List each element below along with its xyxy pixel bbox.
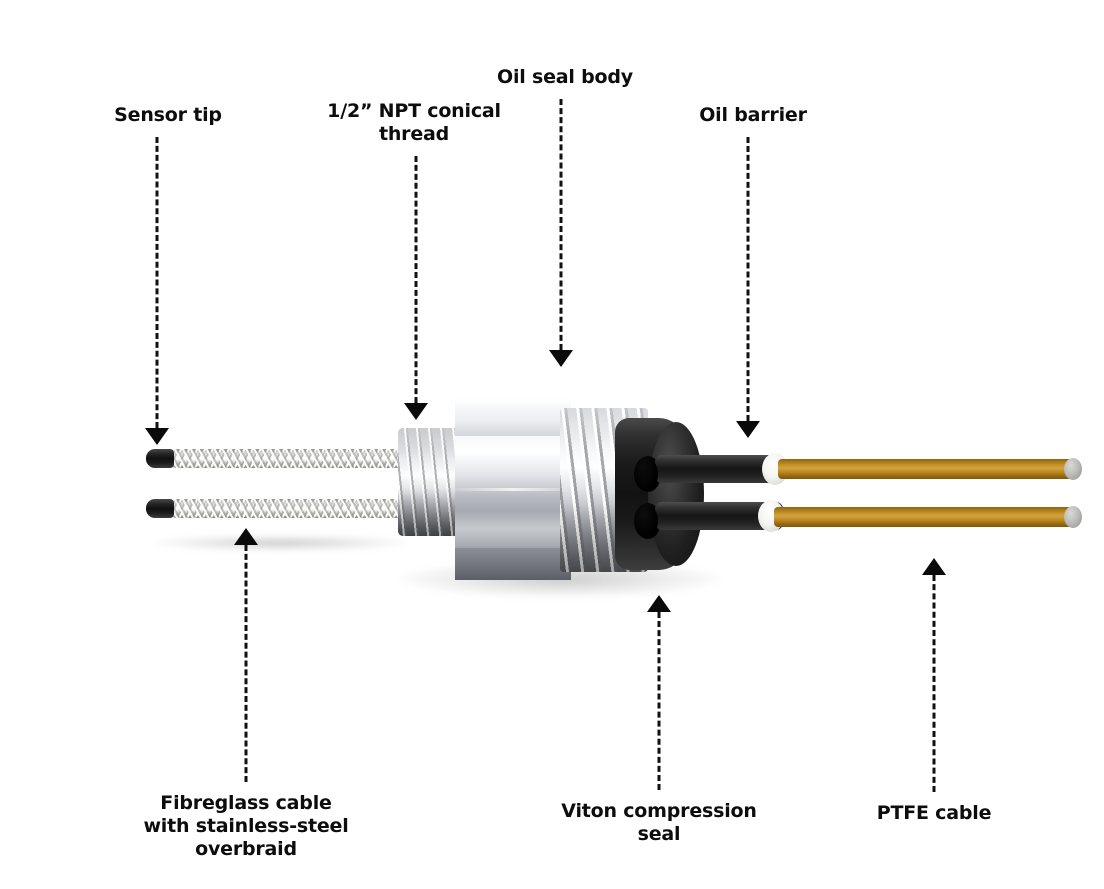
- callout-label-fibreglass-cable: Fibreglass cable with stainless-steel ov…: [143, 792, 349, 860]
- callout-label-sensor-tip: Sensor tip: [114, 104, 222, 126]
- cable-shadow: [150, 535, 410, 551]
- callout-leader-viton-compression-seal: [657, 612, 661, 790]
- ptfe-cable-end-cap-upper: [1064, 458, 1082, 480]
- sensor-tip-lower: [146, 499, 174, 518]
- callout-arrow-ptfe-cable: [922, 558, 946, 575]
- callout-label-ptfe-cable: PTFE cable: [876, 802, 992, 824]
- hex-facet-lower: [455, 548, 571, 580]
- oil-barrier-upper: [655, 455, 783, 483]
- callout-arrow-viton-compression-seal: [647, 595, 671, 612]
- callout-leader-ptfe-cable: [932, 575, 936, 792]
- sensor-tip-upper: [146, 449, 174, 468]
- callout-leader-npt-thread: [414, 156, 418, 403]
- callout-arrow-npt-thread: [404, 403, 428, 420]
- callout-arrow-oil-barrier: [736, 421, 760, 438]
- ptfe-cable-lower: [774, 507, 1075, 527]
- callout-label-oil-barrier: Oil barrier: [699, 104, 807, 126]
- callout-label-oil-seal-body: Oil seal body: [497, 66, 633, 88]
- oil-seal-face: [648, 422, 704, 566]
- ptfe-cable-end-cap-lower: [1064, 506, 1082, 528]
- callout-arrow-oil-seal-body: [549, 350, 573, 367]
- callout-leader-oil-barrier: [746, 137, 750, 421]
- braided-cable-upper: [168, 449, 426, 468]
- callout-label-npt-thread: 1/2” NPT conical thread: [327, 100, 501, 145]
- braided-cable-lower: [168, 499, 426, 518]
- callout-leader-oil-seal-body: [559, 99, 563, 350]
- callout-leader-fibreglass-cable: [244, 545, 248, 782]
- oil-seal-hole-upper-inner: [634, 457, 658, 491]
- hex-facet-upper: [455, 398, 571, 436]
- oil-seal-hole-lower-inner: [634, 504, 658, 538]
- callout-arrow-fibreglass-cable: [234, 528, 258, 545]
- callout-arrow-sensor-tip: [145, 428, 169, 445]
- callout-label-viton-compression-seal: Viton compression seal: [561, 800, 757, 845]
- callout-leader-sensor-tip: [155, 137, 159, 428]
- ptfe-cable-upper: [778, 459, 1075, 479]
- hex-highlight: [455, 488, 571, 491]
